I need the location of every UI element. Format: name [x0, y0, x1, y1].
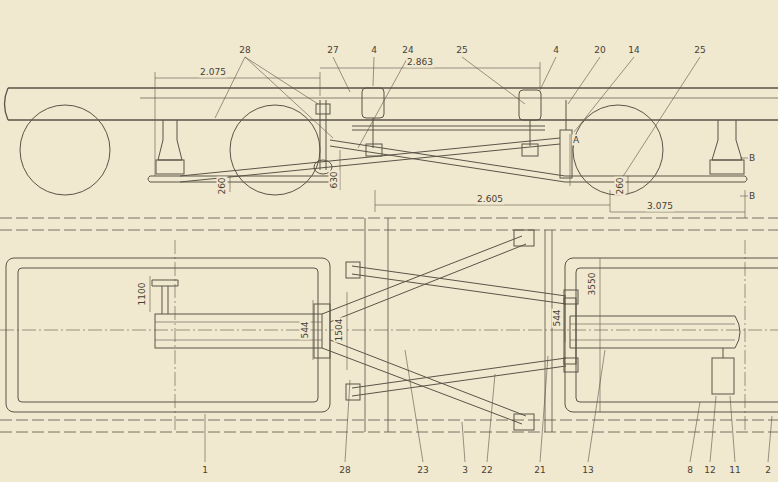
callout-number: 20 [593, 45, 606, 56]
callout-number: 13 [581, 465, 594, 476]
callout-number: 21 [533, 465, 546, 476]
section-mark: B [748, 153, 756, 164]
callout-number: 14 [627, 45, 640, 56]
dimension: 630 [329, 170, 340, 189]
callout-number: 8 [686, 465, 694, 476]
callout-number: 23 [416, 465, 429, 476]
callout-number: 25 [693, 45, 706, 56]
callout-number: 25 [455, 45, 468, 56]
dimension: 3.075 [646, 201, 674, 212]
dimension: 544 [552, 308, 563, 327]
callout-number: 2 [764, 465, 772, 476]
elevation-view [5, 57, 778, 218]
callout-number: 4 [370, 45, 378, 56]
callout-number: 12 [703, 465, 716, 476]
callout-number: 27 [326, 45, 339, 56]
dimension: 1504 [334, 318, 345, 343]
callout-number: 1 [201, 465, 209, 476]
dimension: 1100 [137, 282, 148, 307]
dimension: 2.075 [199, 67, 227, 78]
callout-number: 28 [338, 465, 351, 476]
dimension: 3550 [587, 272, 598, 297]
callout-number: 28 [238, 45, 251, 56]
dimension: 2.605 [476, 194, 504, 205]
callout-number: 22 [480, 465, 493, 476]
callout-number: 11 [728, 465, 741, 476]
section-mark: A [572, 135, 580, 146]
section-mark: B [748, 191, 756, 202]
callout-number: 24 [401, 45, 414, 56]
dimension: 260 [615, 176, 626, 195]
callout-number: 3 [461, 465, 469, 476]
dimension: 260 [217, 176, 228, 195]
plan-view [0, 218, 778, 462]
dimension: 2.863 [406, 57, 434, 68]
callout-number: 4 [552, 45, 560, 56]
dimension: 544 [300, 320, 311, 339]
